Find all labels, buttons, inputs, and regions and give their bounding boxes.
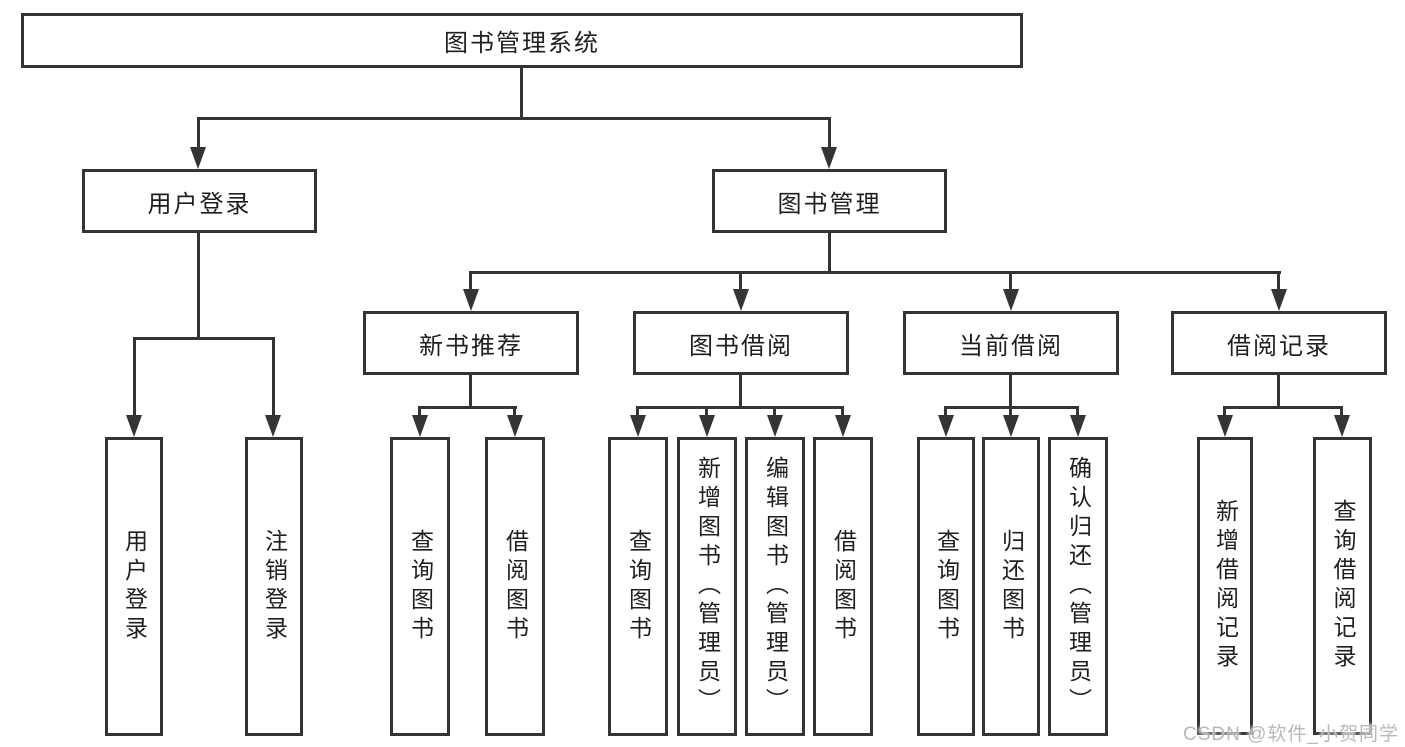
connector-v — [520, 68, 523, 119]
connector-h — [197, 117, 831, 120]
node-new-book-recommend: 新书推荐 — [363, 311, 579, 375]
arrowhead-icon — [507, 415, 523, 437]
connector-v — [1340, 406, 1343, 418]
node-borrow-record: 借阅记录 — [1171, 311, 1387, 375]
connector-v — [197, 233, 200, 340]
arrowhead-icon — [1271, 289, 1287, 311]
leaf-borrow-add-book-admin: 新增图书（管理员） — [677, 437, 737, 736]
connector-v — [469, 271, 472, 292]
connector-v — [773, 406, 776, 418]
connector-v — [469, 375, 472, 409]
arrowhead-icon — [190, 147, 206, 169]
node-book-borrow: 图书借阅 — [633, 311, 849, 375]
connector-v — [1009, 406, 1012, 418]
leaf-current-query-book: 查询图书 — [917, 437, 975, 736]
leaf-recommend-query-book: 查询图书 — [390, 437, 450, 736]
arrowhead-icon — [821, 147, 837, 169]
connector-h — [418, 406, 517, 409]
leaf-record-add-record: 新增借阅记录 — [1197, 437, 1253, 735]
connector-h — [636, 406, 844, 409]
arrowhead-icon — [463, 289, 479, 311]
connector-h — [133, 337, 275, 340]
arrowhead-icon — [1217, 415, 1233, 437]
arrowhead-icon — [733, 289, 749, 311]
leaf-record-query-record: 查询借阅记录 — [1313, 437, 1372, 735]
leaf-borrow-query-book: 查询图书 — [608, 437, 668, 736]
node-root: 图书管理系统 — [21, 13, 1023, 68]
connector-v — [1009, 375, 1012, 409]
connector-v — [1277, 271, 1280, 292]
arrowhead-icon — [835, 415, 851, 437]
connector-v — [133, 337, 136, 417]
arrowhead-icon — [1070, 415, 1086, 437]
leaf-logout: 注销登录 — [245, 437, 303, 736]
connector-v — [513, 406, 516, 418]
connector-v — [1076, 406, 1079, 418]
arrowhead-icon — [126, 415, 142, 437]
connector-v — [828, 117, 831, 150]
connector-v — [1277, 375, 1280, 409]
node-book-management: 图书管理 — [712, 169, 947, 233]
connector-v — [739, 271, 742, 292]
connector-h — [469, 271, 1281, 274]
connector-v — [739, 375, 742, 409]
node-current-borrow: 当前借阅 — [903, 311, 1119, 375]
connector-v — [272, 337, 275, 417]
leaf-recommend-borrow-book: 借阅图书 — [485, 437, 545, 736]
leaf-user-login: 用户登录 — [105, 437, 163, 736]
connector-v — [828, 233, 831, 274]
connector-v — [944, 406, 947, 418]
connector-h — [1223, 406, 1343, 409]
connector-v — [1223, 406, 1226, 418]
arrowhead-icon — [265, 415, 281, 437]
arrowhead-icon — [938, 415, 954, 437]
connector-v — [705, 406, 708, 418]
arrowhead-icon — [699, 415, 715, 437]
watermark: CSDN @软件_小贺同学 — [1183, 724, 1399, 745]
arrowhead-icon — [767, 415, 783, 437]
arrowhead-icon — [1334, 415, 1350, 437]
leaf-current-confirm-return-admin: 确认归还（管理员） — [1048, 437, 1108, 736]
arrowhead-icon — [412, 415, 428, 437]
connector-v — [418, 406, 421, 418]
leaf-current-return-book: 归还图书 — [982, 437, 1040, 736]
connector-v — [1009, 271, 1012, 292]
arrowhead-icon — [1003, 289, 1019, 311]
connector-v — [841, 406, 844, 418]
leaf-borrow-edit-book-admin: 编辑图书（管理员） — [745, 437, 805, 736]
connector-v — [636, 406, 639, 418]
arrowhead-icon — [630, 415, 646, 437]
connector-v — [197, 117, 200, 150]
leaf-borrow-borrow-book: 借阅图书 — [813, 437, 873, 736]
arrowhead-icon — [1003, 415, 1019, 437]
node-user-login: 用户登录 — [82, 169, 317, 233]
